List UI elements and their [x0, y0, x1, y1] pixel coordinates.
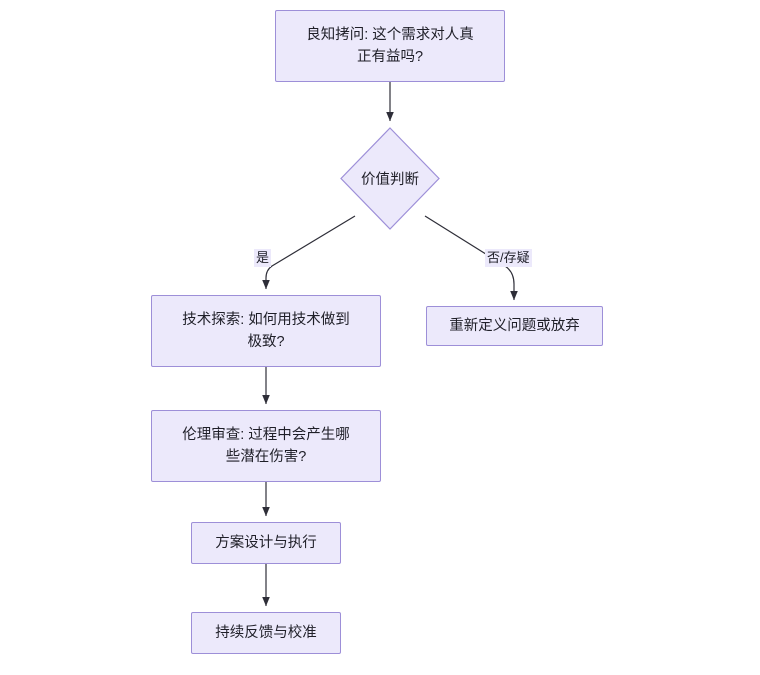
edge-label-no-or-doubt: 否/存疑: [485, 249, 532, 267]
node-value-judgement[interactable]: 价值判断: [340, 127, 440, 230]
node-ethics-review[interactable]: 伦理审查: 过程中会产生哪 些潜在伤害?: [151, 410, 381, 482]
node-tech-exploration-label: 技术探索: 如何用技术做到 极致?: [182, 311, 350, 350]
node-tech-exploration[interactable]: 技术探索: 如何用技术做到 极致?: [151, 295, 381, 367]
node-redefine-or-abandon-label: 重新定义问题或放弃: [449, 317, 580, 334]
node-conscience-label: 良知拷问: 这个需求对人真 正有益吗?: [306, 26, 474, 65]
diamond-shape: [340, 127, 440, 230]
node-design-execute[interactable]: 方案设计与执行: [191, 522, 341, 564]
edge-label-yes: 是: [254, 249, 272, 267]
node-redefine-or-abandon[interactable]: 重新定义问题或放弃: [426, 306, 603, 346]
node-design-execute-label: 方案设计与执行: [215, 534, 317, 551]
node-feedback-calibrate-label: 持续反馈与校准: [215, 624, 317, 641]
node-conscience[interactable]: 良知拷问: 这个需求对人真 正有益吗?: [275, 10, 505, 82]
node-feedback-calibrate[interactable]: 持续反馈与校准: [191, 612, 341, 654]
node-ethics-review-label: 伦理审查: 过程中会产生哪 些潜在伤害?: [182, 426, 350, 465]
node-value-judgement-label: 价值判断: [361, 172, 419, 188]
